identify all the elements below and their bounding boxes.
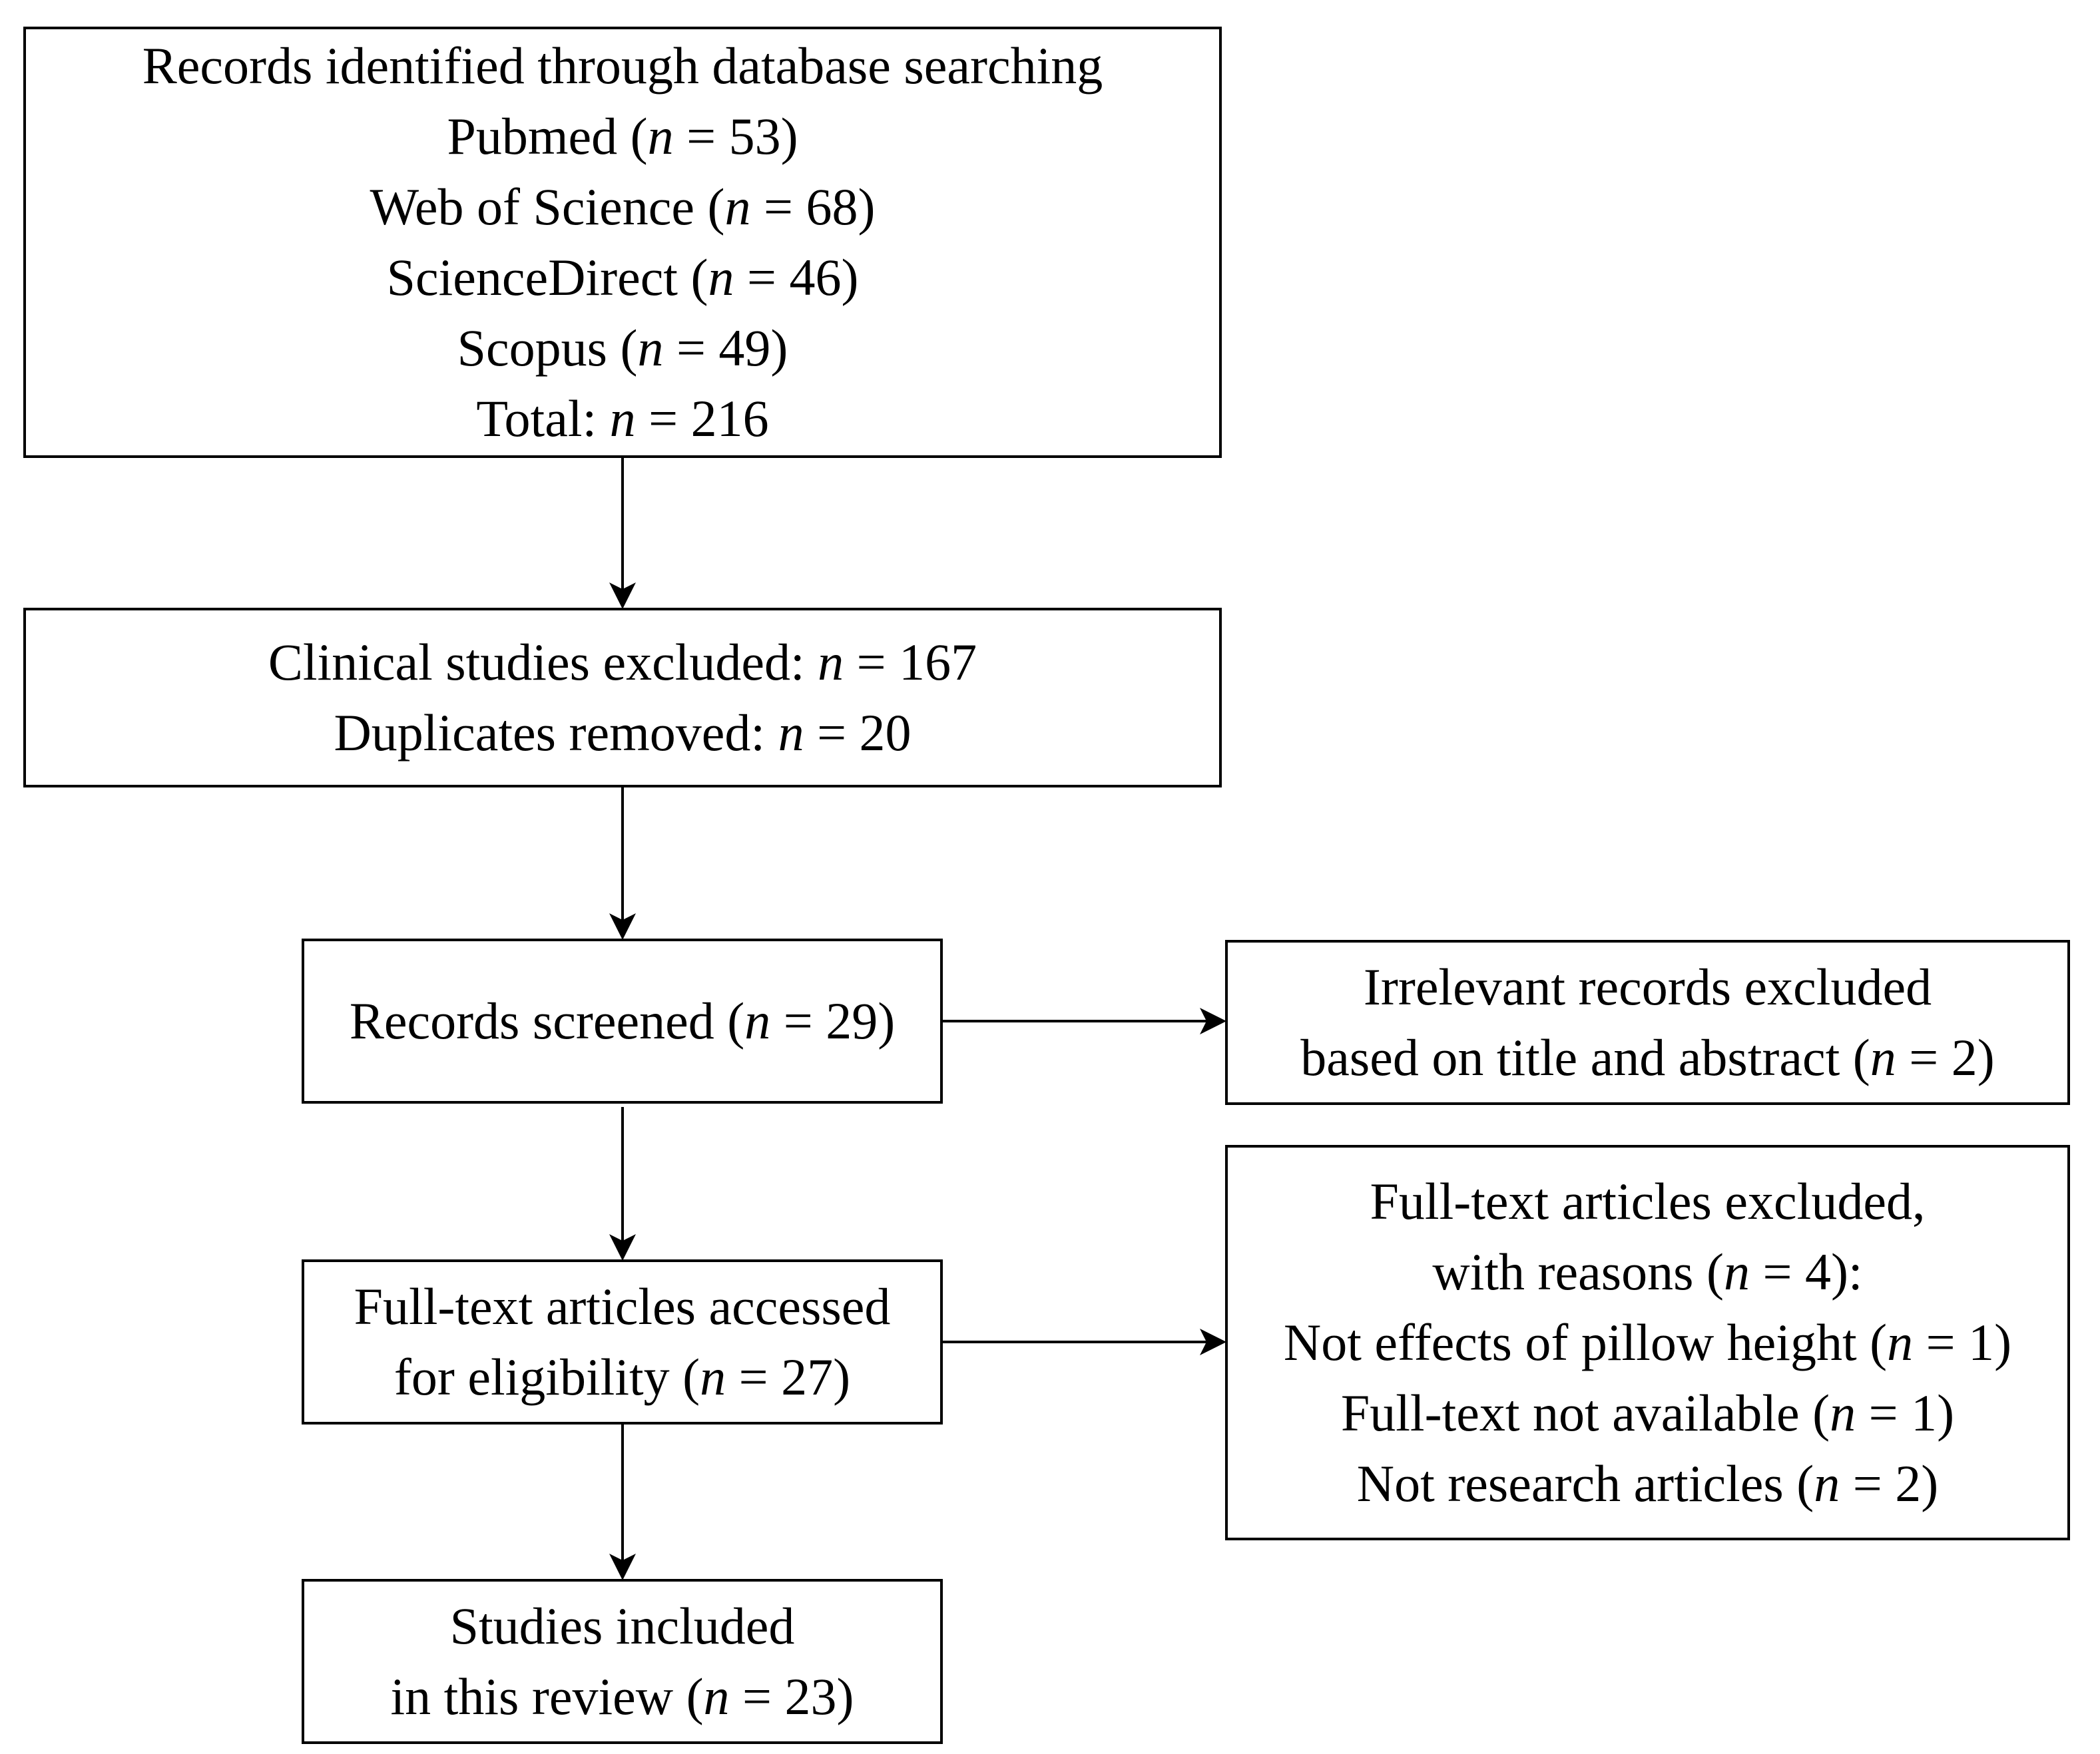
- line-count: = 20: [804, 704, 912, 762]
- sample-size-symbol: n: [1870, 1028, 1896, 1086]
- line-text: ScienceDirect (: [386, 248, 708, 306]
- line-text: Duplicates removed:: [334, 704, 778, 762]
- line-text: with reasons (: [1432, 1243, 1724, 1301]
- line-text: in this review (: [390, 1667, 704, 1725]
- line-text: Pubmed (: [447, 107, 648, 165]
- box-text-line: Not research articles (n = 2): [1357, 1448, 1938, 1519]
- sample-size-symbol: n: [724, 178, 751, 236]
- line-count: = 4):: [1749, 1243, 1863, 1301]
- line-text: Scopus (: [457, 319, 638, 377]
- records-screened-box: Records screened (n = 29): [302, 939, 943, 1104]
- sample-size-symbol: n: [1830, 1384, 1856, 1442]
- line-text: Total:: [476, 389, 610, 447]
- box-text-line: Scopus (n = 49): [457, 313, 788, 383]
- sample-size-symbol: n: [637, 319, 664, 377]
- line-text: Full-text not available (: [1340, 1384, 1830, 1442]
- line-count: = 1): [1856, 1384, 1955, 1442]
- line-text: based on title and abstract (: [1300, 1028, 1870, 1086]
- line-count: = 53): [673, 107, 798, 165]
- line-count: = 46): [734, 248, 859, 306]
- sample-size-symbol: n: [609, 389, 636, 447]
- box-text-line: with reasons (n = 4):: [1432, 1237, 1862, 1307]
- line-count: = 29): [770, 992, 896, 1050]
- sample-size-symbol: n: [708, 248, 734, 306]
- line-text: Full-text articles accessed: [354, 1277, 891, 1335]
- box-text-line: Clinical studies excluded: n = 167: [268, 627, 977, 698]
- box-text-line: based on title and abstract (n = 2): [1300, 1022, 1995, 1093]
- box-text-line: ScienceDirect (n = 46): [387, 242, 859, 313]
- sample-size-symbol: n: [744, 992, 771, 1050]
- box-text-line: for eligibility (n = 27): [394, 1342, 850, 1413]
- line-text: Irrelevant records excluded: [1363, 958, 1932, 1016]
- studies-included-box: Studies included in this review (n = 23): [302, 1579, 943, 1744]
- box-text-line: Full-text not available (n = 1): [1341, 1378, 1954, 1448]
- line-text: for eligibility (: [394, 1348, 700, 1406]
- line-text: Clinical studies excluded:: [268, 633, 818, 691]
- line-text: Not research articles (: [1356, 1454, 1814, 1512]
- sample-size-symbol: n: [778, 704, 804, 762]
- sample-size-symbol: n: [700, 1348, 726, 1406]
- line-count: = 167: [844, 633, 977, 691]
- line-count: = 2): [1840, 1454, 1939, 1512]
- box-text-line: Total: n = 216: [476, 383, 768, 454]
- box-text-line: Web of Science (n = 68): [370, 172, 876, 242]
- line-count: = 68): [750, 178, 876, 236]
- box-text-line: Irrelevant records excluded: [1364, 952, 1932, 1022]
- sample-size-symbol: n: [1814, 1454, 1840, 1512]
- box-text-line: Full-text articles accessed: [354, 1271, 891, 1342]
- box-text-line: Duplicates removed: n = 20: [334, 698, 911, 768]
- box-text-line: Pubmed (n = 53): [447, 101, 798, 172]
- line-text: Not effects of pillow height (: [1283, 1313, 1888, 1371]
- sample-size-symbol: n: [1887, 1313, 1914, 1371]
- line-count: = 1): [1913, 1313, 2012, 1371]
- line-text: Records identified through database sear…: [142, 37, 1103, 95]
- irrelevant-records-excluded-box: Irrelevant records excluded based on titl…: [1225, 940, 2070, 1105]
- sample-size-symbol: n: [818, 633, 844, 691]
- sample-size-symbol: n: [647, 107, 674, 165]
- full-text-excluded-reasons-box: Full-text articles excluded, with reasons…: [1225, 1145, 2070, 1540]
- full-text-assessed-box: Full-text articles accessed for eligibili…: [302, 1259, 943, 1425]
- sample-size-symbol: n: [1723, 1243, 1750, 1301]
- line-count: = 23): [729, 1667, 854, 1725]
- sample-size-symbol: n: [703, 1667, 730, 1725]
- line-text: Full-text articles excluded,: [1370, 1172, 1926, 1230]
- box-text-line: Full-text articles excluded,: [1370, 1166, 1926, 1237]
- line-text: Records screened (: [349, 992, 745, 1050]
- line-text: Web of Science (: [370, 178, 725, 236]
- line-count: = 27): [726, 1348, 851, 1406]
- box-text-line: Not effects of pillow height (n = 1): [1284, 1307, 2011, 1378]
- line-count: = 49): [663, 319, 788, 377]
- box-text-line: in this review (n = 23): [390, 1661, 854, 1732]
- box-text-line: Records identified through database sear…: [142, 31, 1103, 101]
- records-identified-box: Records identified through database sear…: [23, 27, 1222, 458]
- box-text-line: Studies included: [450, 1591, 795, 1661]
- line-text: Studies included: [449, 1597, 795, 1655]
- line-count: = 2): [1896, 1028, 1995, 1086]
- box-text-line: Records screened (n = 29): [350, 986, 895, 1056]
- line-count: = 216: [635, 389, 769, 447]
